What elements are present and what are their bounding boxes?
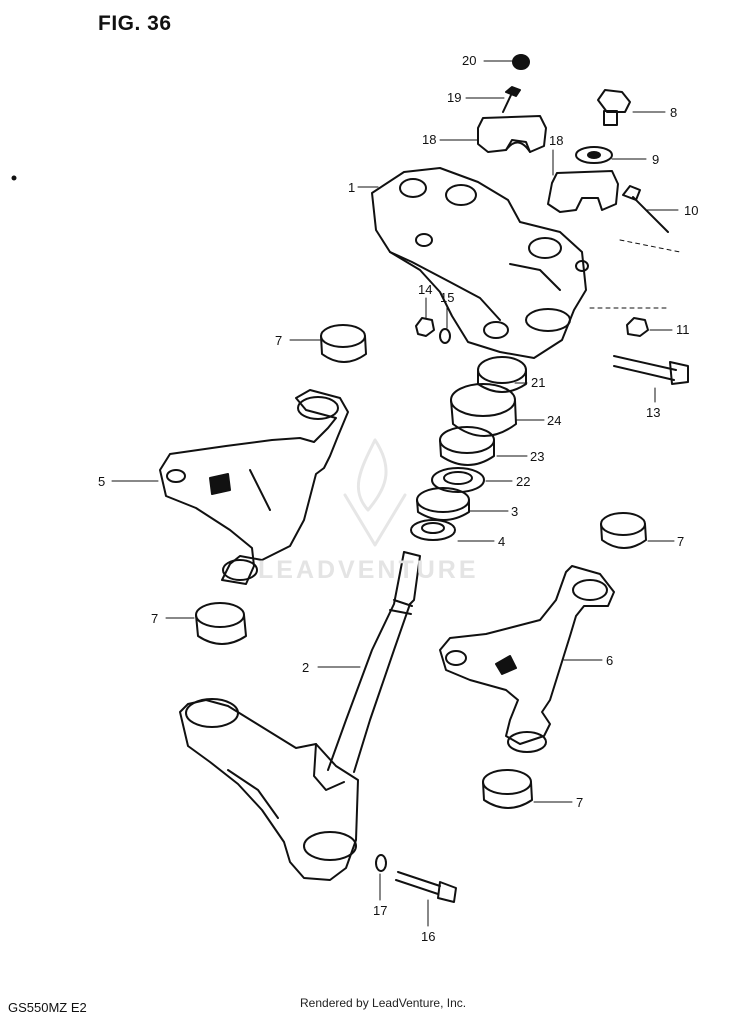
- part-1-upper-bracket: [371, 167, 589, 359]
- callout-4: 4: [498, 534, 506, 549]
- callout-21: 21: [531, 375, 546, 390]
- part-8-plug: [597, 89, 631, 126]
- part-24-cover: [450, 383, 517, 437]
- callout-15: 15: [440, 290, 455, 305]
- callout-11: 11: [676, 322, 690, 337]
- callout-1: 1: [348, 180, 356, 195]
- part-2-steering-stem: [179, 551, 421, 881]
- watermark-text: LEADVENTURE: [258, 556, 479, 584]
- part-6-bracket-right: [439, 565, 615, 753]
- callout-5: 5: [98, 474, 106, 489]
- callout-7-right: 7: [677, 534, 685, 549]
- render-credit: Rendered by LeadVenture, Inc.: [300, 996, 467, 1010]
- part-23-bearing: [439, 426, 495, 466]
- callout-3: 3: [511, 504, 519, 519]
- callout-23: 23: [530, 449, 545, 464]
- leader-lines: [111, 60, 681, 927]
- stray-mark: [11, 175, 17, 181]
- part-15-washer: [439, 328, 451, 344]
- part-13-bolt: [613, 355, 689, 385]
- callout-10: 10: [684, 203, 699, 218]
- callout-6: 6: [606, 653, 614, 668]
- part-14-nut: [415, 317, 435, 337]
- part-7-bushing-b: [600, 512, 647, 549]
- callout-7-top: 7: [275, 333, 283, 348]
- callout-18-right: 18: [549, 133, 564, 148]
- callout-7-left: 7: [151, 611, 159, 626]
- part-22-race: [431, 467, 485, 493]
- callout-18-left: 18: [422, 132, 437, 147]
- part-7-bushing-a: [320, 324, 367, 363]
- part-5-bracket-left: [159, 389, 349, 585]
- part-16-bolt: [395, 871, 457, 903]
- part-17-washer: [375, 854, 387, 872]
- watermark-logo: [343, 438, 407, 547]
- figure-title: FIG. 36: [98, 12, 172, 35]
- part-4-race: [410, 519, 456, 541]
- callout-7-bottom: 7: [576, 795, 584, 810]
- callout-2: 2: [302, 660, 310, 675]
- part-3-bearing: [416, 487, 470, 521]
- callout-19: 19: [447, 90, 462, 105]
- callout-24: 24: [547, 413, 562, 428]
- callout-16: 16: [421, 929, 436, 944]
- callout-8: 8: [670, 105, 678, 120]
- part-18-holder-right: [547, 170, 619, 213]
- part-18-holder-left: [477, 115, 547, 153]
- part-11-nut: [626, 317, 649, 337]
- part-19-bolt: [502, 86, 521, 113]
- callout-9: 9: [652, 152, 660, 167]
- callout-20: 20: [462, 53, 477, 68]
- part-7-bushing-d: [482, 769, 533, 809]
- part-9-washer: [575, 146, 613, 164]
- callout-14: 14: [418, 282, 433, 297]
- callout-22: 22: [516, 474, 531, 489]
- model-code: GS550MZ E2: [8, 1000, 87, 1015]
- callout-17: 17: [373, 903, 388, 918]
- part-10-bolt: [622, 185, 669, 233]
- part-7-bushing-c: [195, 602, 247, 645]
- part-20-cap: [512, 54, 530, 70]
- callout-13: 13: [646, 405, 661, 420]
